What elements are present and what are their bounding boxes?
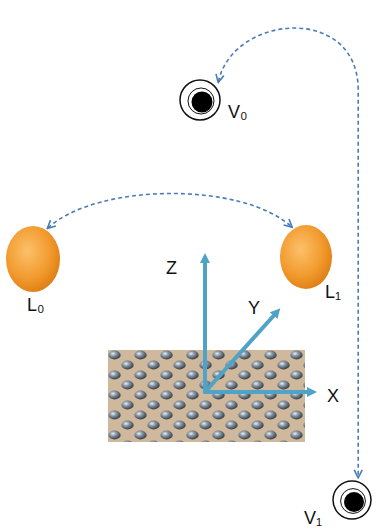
node-label: V₀ <box>228 102 247 122</box>
light-sphere: L₀ <box>5 225 61 293</box>
light-sphere <box>5 225 61 293</box>
node-label: V₁ <box>304 508 322 528</box>
light-sphere: L₁ <box>279 224 333 290</box>
eye-symbol: V₁ <box>330 478 374 522</box>
axis-label: X <box>327 386 339 406</box>
dashed-arc <box>48 193 292 227</box>
light-sphere <box>279 224 333 290</box>
eye-symbol <box>330 478 374 522</box>
dashed-arc <box>218 28 358 477</box>
node-label: L₁ <box>325 282 341 302</box>
eye-symbol: V₀ <box>176 76 224 124</box>
node-label: L₀ <box>27 295 44 315</box>
axis-label: Y <box>248 298 260 318</box>
axis-label: Z <box>166 258 177 278</box>
eye-symbol <box>176 76 224 124</box>
